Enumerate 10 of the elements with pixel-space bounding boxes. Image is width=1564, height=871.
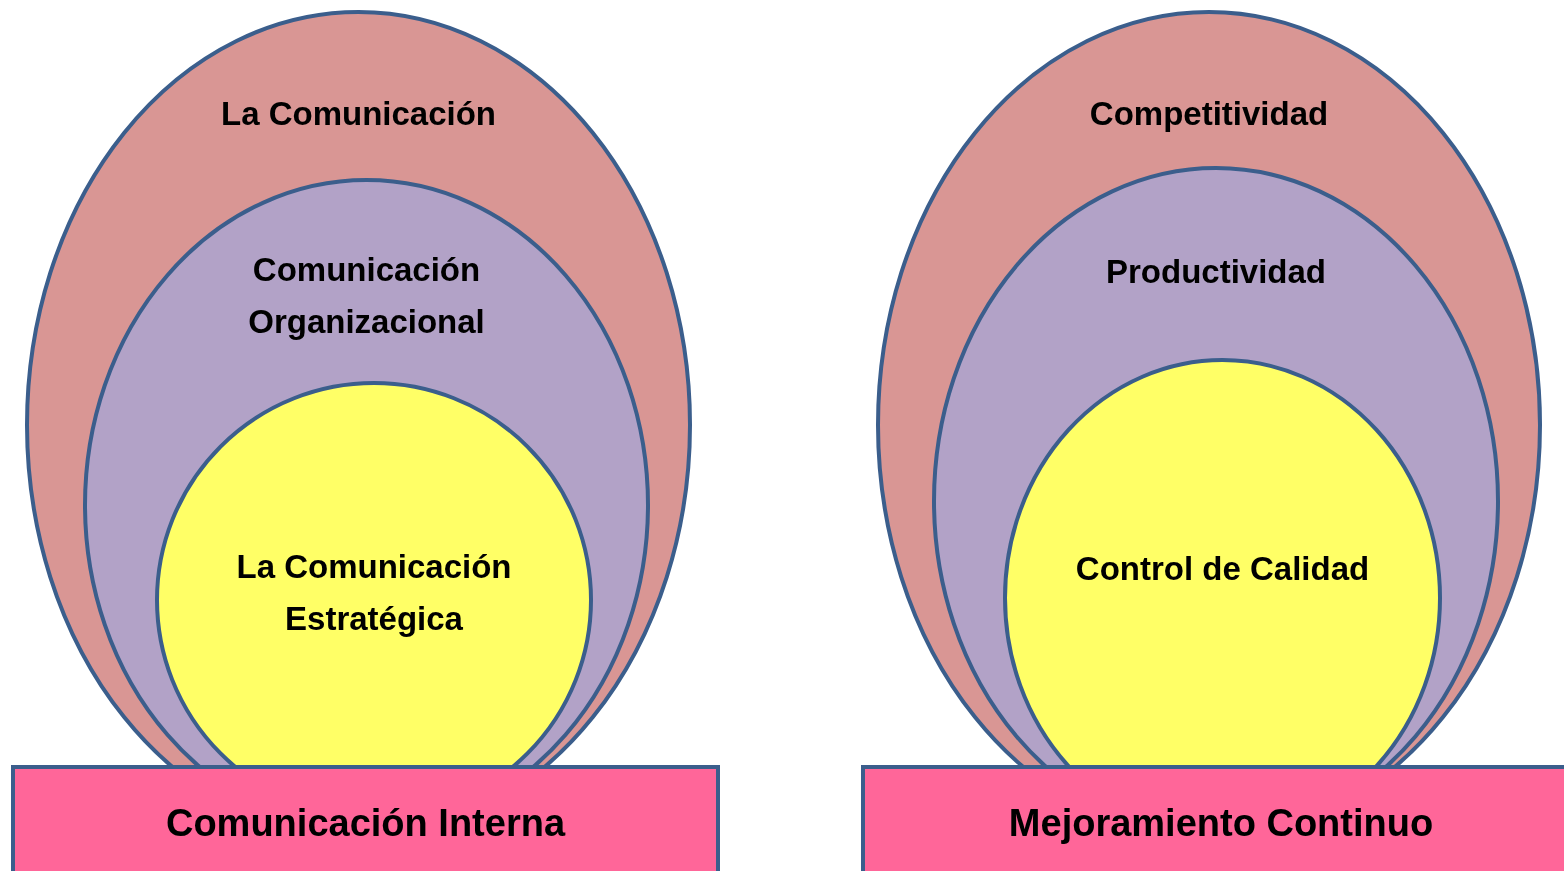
base-bar	[11, 765, 720, 871]
node-label: Control de Calidad	[1074, 549, 1371, 589]
node-label: Comunicación Interna	[164, 801, 567, 846]
node-label: Competitividad	[1088, 94, 1330, 134]
base-bar	[861, 765, 1564, 871]
node-label: Mejoramiento Continuo	[1007, 801, 1435, 846]
node-label: Productividad	[1105, 252, 1327, 292]
node-label: La Comunicación Estratégica	[235, 547, 513, 639]
node-label: Comunicación Organizacional	[247, 250, 486, 342]
node-label: La Comunicación	[219, 94, 497, 134]
